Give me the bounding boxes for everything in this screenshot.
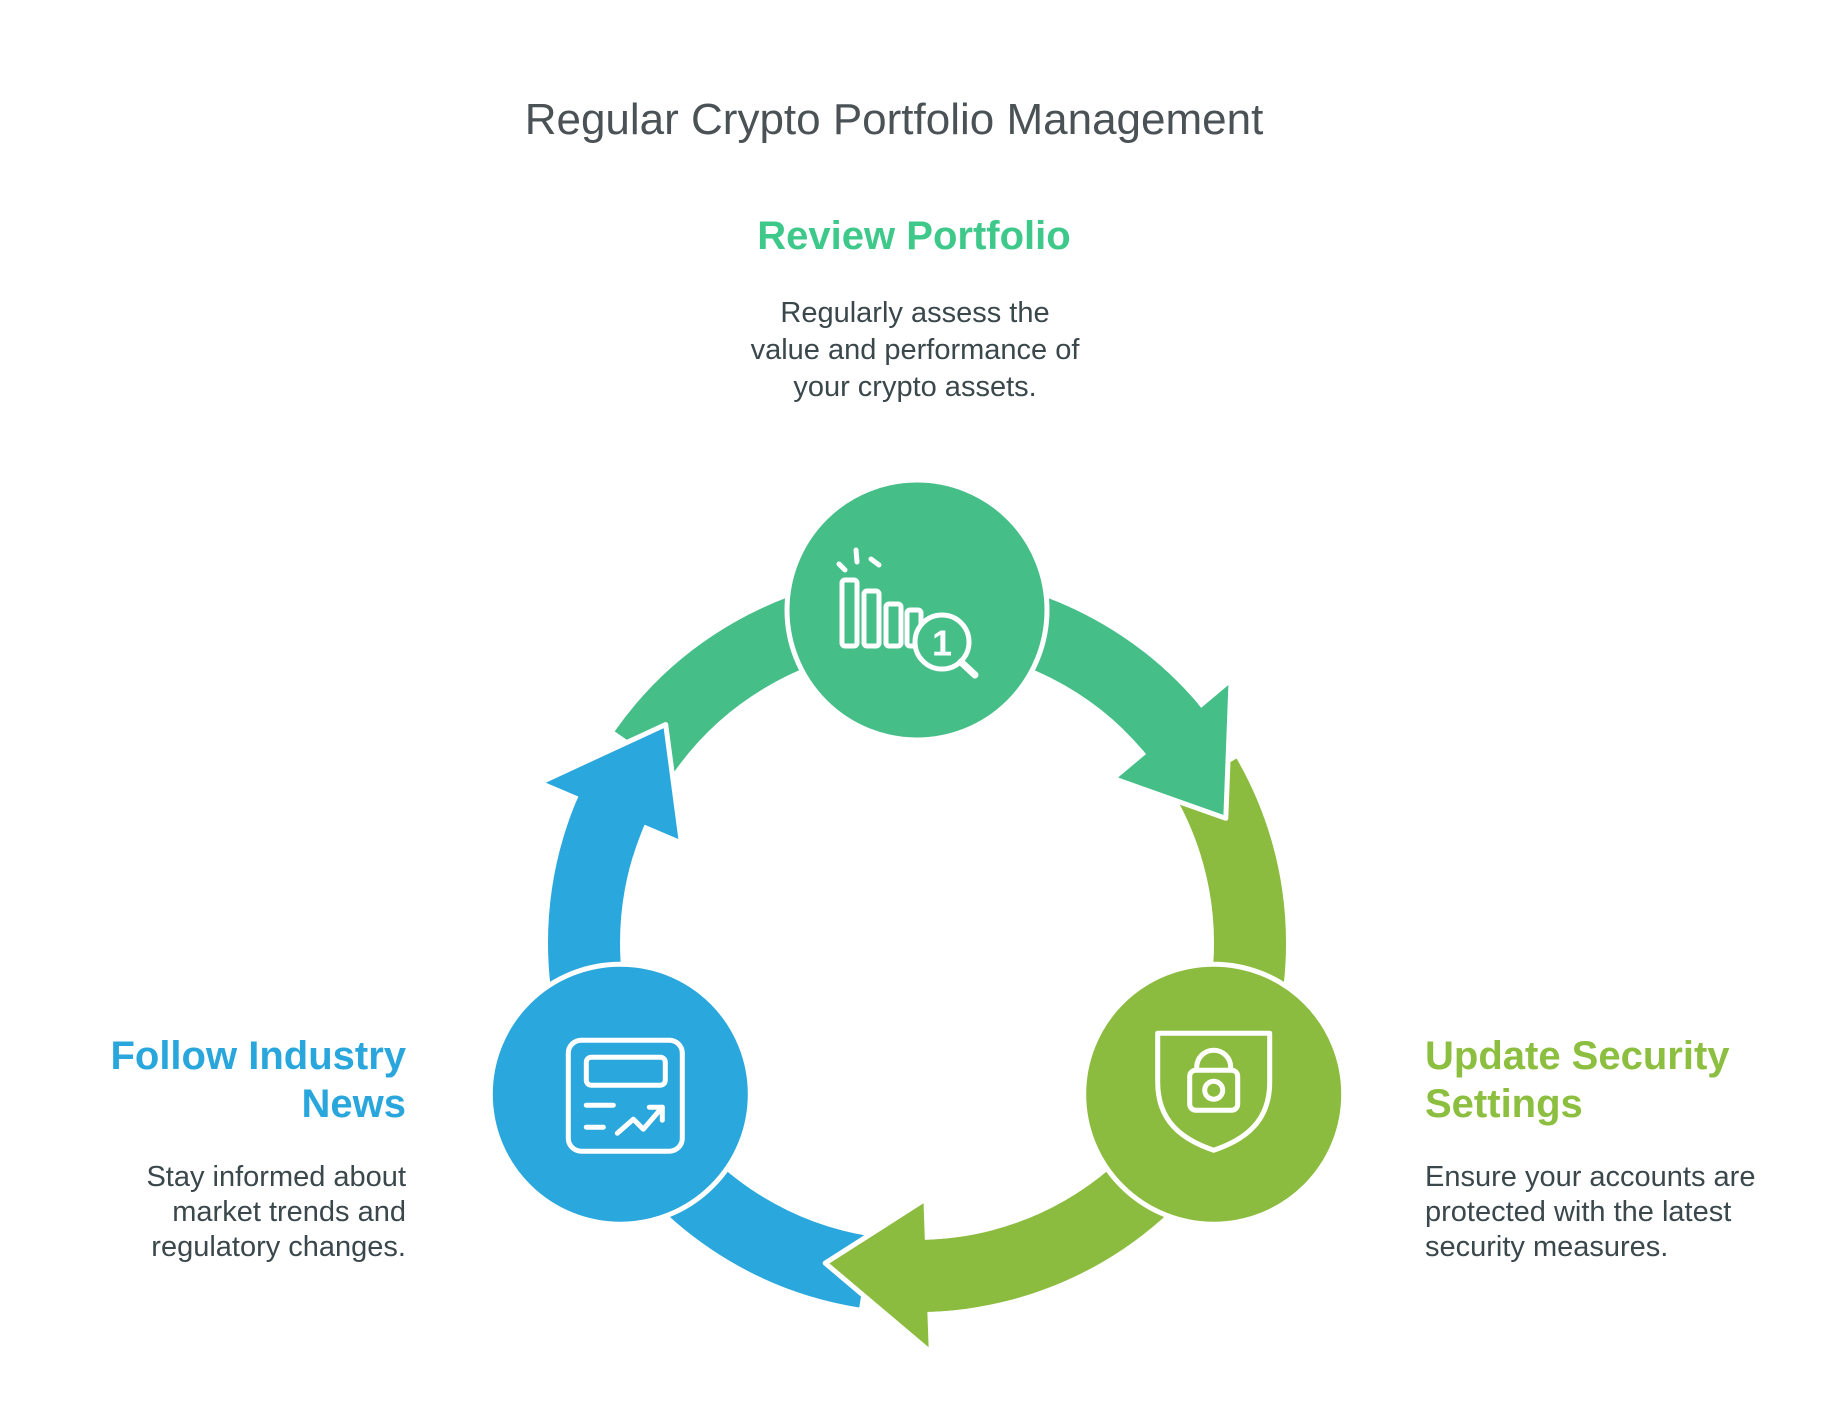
cycle-arc-green-joint (1122, 677, 1216, 770)
node-circle-update-security (1081, 961, 1347, 1227)
step-description-follow-news: Stay informed about market trends and re… (146, 1161, 406, 1263)
step-label-review-portfolio: Review Portfolio (757, 214, 1071, 258)
cycle-arc-blue-joint (564, 775, 653, 857)
bar-chart-magnifier-icon: 1 (836, 547, 979, 679)
news-document-icon (565, 1037, 685, 1154)
step-number-badge: 1 (932, 623, 952, 664)
node-circle-follow-news (487, 961, 753, 1227)
magnifier-lens (912, 612, 972, 672)
cycle-arc-olive-joint (904, 1237, 969, 1312)
page-title: Regular Crypto Portfolio Management (524, 95, 1264, 144)
step-label-update-security: Update Security Settings (1425, 1034, 1730, 1126)
step-description-review-portfolio: Regularly assess the value and performan… (750, 297, 1080, 403)
step-description-update-security: Ensure your accounts are protected with … (1425, 1161, 1756, 1263)
step-label-follow-news: Follow Industry News (110, 1034, 406, 1126)
shield-lock-icon (1155, 1030, 1273, 1153)
magnifier-handle (957, 658, 979, 679)
